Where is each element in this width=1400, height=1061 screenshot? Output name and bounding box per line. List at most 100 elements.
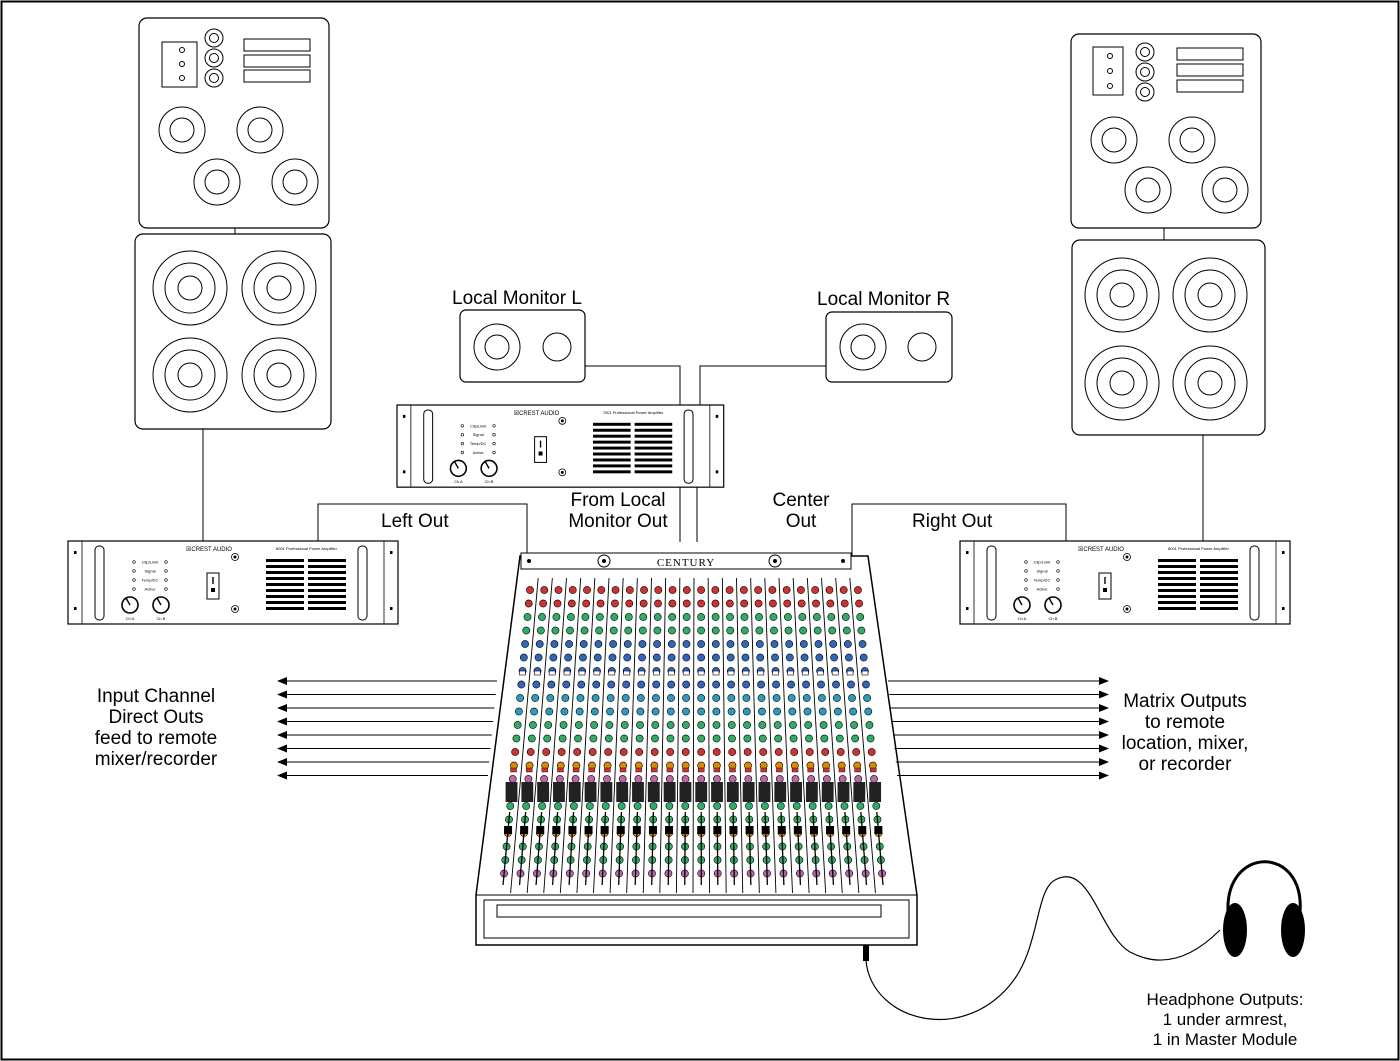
channel-knob	[668, 626, 676, 635]
channel-button-block	[616, 782, 629, 802]
channel-knob	[579, 653, 587, 662]
amp-channel-label: Ch B	[1049, 616, 1058, 621]
channel-knob	[611, 599, 619, 608]
label-matrix-line1: Matrix Outputs	[1123, 691, 1247, 712]
channel-knob	[561, 694, 570, 702]
amp-led	[1056, 569, 1060, 573]
fader-track	[812, 811, 818, 886]
channel-knob	[859, 653, 868, 662]
channel-knob	[799, 626, 808, 635]
fader-cap	[777, 826, 786, 834]
channel-knob	[682, 653, 691, 662]
channel-knob	[554, 802, 562, 810]
headphones-icon	[1223, 860, 1305, 957]
channel-knob	[593, 653, 602, 662]
channel-knob	[711, 599, 720, 608]
fader-track	[535, 811, 543, 886]
channel-knob	[573, 748, 582, 756]
amp-led	[132, 569, 136, 573]
channel-knob	[852, 748, 861, 756]
channel-knob	[682, 626, 691, 635]
channel-knob	[519, 653, 528, 662]
channel-knob	[713, 802, 722, 810]
amp-led	[1024, 560, 1028, 564]
channel-knob	[529, 721, 537, 729]
channel-knob	[526, 586, 534, 594]
fader-track	[651, 811, 655, 886]
fader-cap	[552, 826, 561, 834]
mixer-channel-strips	[500, 577, 886, 894]
channel-knob	[575, 707, 584, 716]
left-speaker-top	[138, 17, 330, 229]
left-amplifier: ☒CREST AUDIO 8001 Professional Power Ampl…	[67, 540, 399, 625]
channel-knob	[604, 748, 613, 756]
channel-knob	[624, 626, 633, 635]
channel-knob	[570, 802, 578, 810]
channel-led	[791, 767, 799, 773]
channel-knob	[799, 640, 808, 648]
label-matrix-outputs: Matrix Outputs to remote location, mixer…	[1100, 691, 1270, 775]
channel-button-block	[679, 782, 692, 802]
channel-button	[817, 670, 824, 676]
channel-knob	[650, 775, 658, 783]
channel-knob	[832, 680, 840, 689]
channel-knob	[577, 680, 586, 689]
channel-knob	[842, 626, 851, 635]
channel-knob	[535, 640, 544, 648]
channel-knob	[754, 586, 763, 594]
amp-model: 8001 Professional Power Amplifier	[276, 546, 338, 551]
channel-knob	[567, 599, 576, 608]
channel-knob	[863, 694, 872, 702]
amp-vent-slot	[1200, 559, 1238, 562]
channel-button-block	[711, 782, 723, 802]
channel-knob	[800, 653, 809, 662]
channel-knob	[827, 613, 836, 621]
channel-knob	[532, 680, 541, 689]
channel-button-block	[647, 782, 660, 802]
channel-knob	[821, 748, 830, 756]
channel-knob	[552, 613, 561, 621]
channel-button-block	[663, 782, 676, 802]
amp-led-label: Temp/DC	[1034, 578, 1051, 583]
fader-track	[667, 811, 670, 886]
mixer-channel-strip	[609, 577, 634, 894]
amp-brand: ☒CREST AUDIO	[186, 546, 232, 553]
mixer-channel-strip	[707, 577, 723, 894]
amp-handle-left	[423, 409, 434, 484]
channel-knob	[594, 640, 603, 648]
channel-knob	[653, 613, 662, 621]
channel-knob	[697, 775, 706, 783]
channel-knob	[712, 653, 720, 662]
amp-led	[132, 578, 136, 582]
fader-track	[716, 811, 719, 886]
mixer-channel-strip	[559, 577, 591, 894]
fader-track	[684, 811, 686, 886]
channel-knob	[595, 626, 604, 635]
channel-button	[802, 670, 809, 676]
channel-button	[757, 670, 765, 676]
amp-vent-slot	[634, 452, 673, 456]
channel-knob	[713, 775, 721, 783]
channel-knob	[649, 802, 658, 810]
channel-knob	[725, 586, 734, 594]
channel-knob	[757, 680, 765, 689]
amp-led-label: Signal	[144, 569, 155, 574]
label-input-line4: mixer/recorder	[94, 749, 218, 770]
channel-button	[682, 670, 690, 676]
mixer-channel-strip	[764, 577, 788, 894]
channel-knob	[562, 680, 571, 689]
fader-track	[584, 811, 591, 886]
channel-knob	[697, 653, 706, 662]
amp-led-label: Signal	[1036, 569, 1047, 574]
channel-knob	[621, 694, 630, 702]
mixer-channel-strip	[821, 577, 854, 894]
amp-vent-slot	[1158, 595, 1196, 598]
fader-cap	[874, 826, 883, 834]
channel-knob	[817, 694, 826, 702]
channel-knob	[609, 640, 617, 648]
channel-knob	[527, 734, 536, 743]
channel-knob	[840, 802, 849, 810]
channel-knob	[774, 734, 783, 743]
channel-button	[727, 670, 735, 676]
amp-vent-slot	[634, 422, 673, 426]
